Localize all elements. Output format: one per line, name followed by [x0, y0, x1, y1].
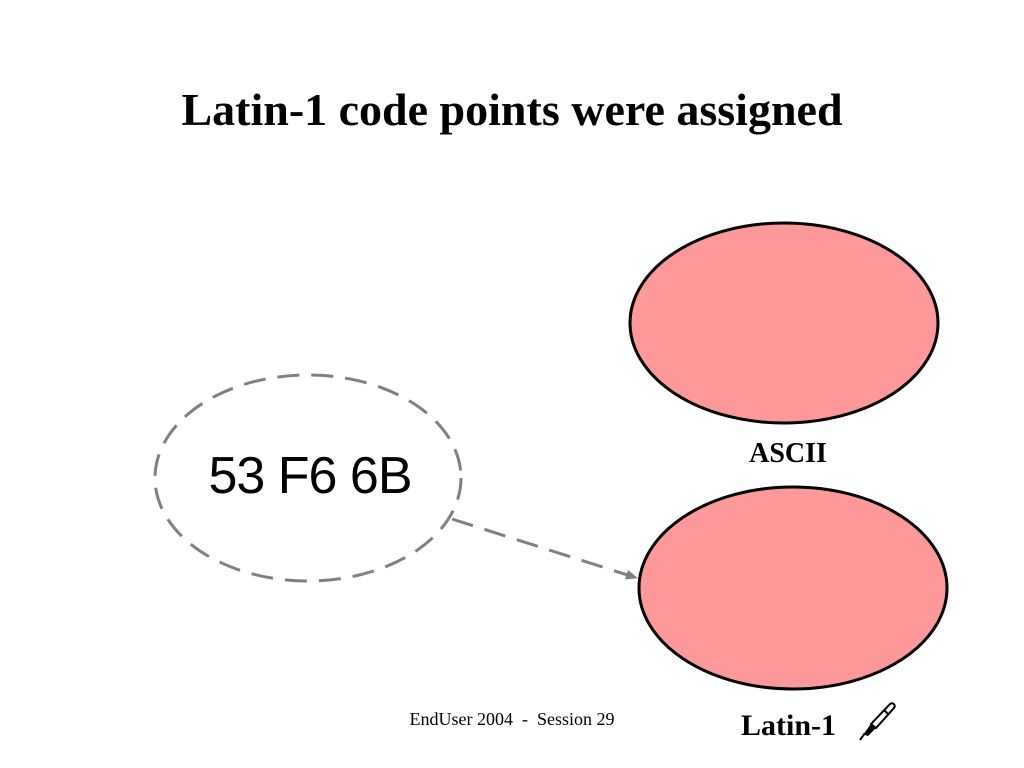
ascii-label: ASCII: [749, 438, 827, 469]
latin1-label: Latin-1: [741, 709, 837, 742]
latin1-set-ellipse: [637, 485, 949, 691]
pen-icon: [859, 702, 896, 741]
slide-footer: EndUser 2004 - Session 29: [409, 709, 615, 729]
code-bytes-text: 53 F6 6B: [208, 447, 412, 505]
ascii-set-ellipse: [628, 221, 940, 425]
mapping-arrow: [451, 517, 638, 580]
slide-title: Latin-1 code points were assigned: [181, 84, 843, 135]
code-bytes-ellipse: [153, 373, 463, 583]
